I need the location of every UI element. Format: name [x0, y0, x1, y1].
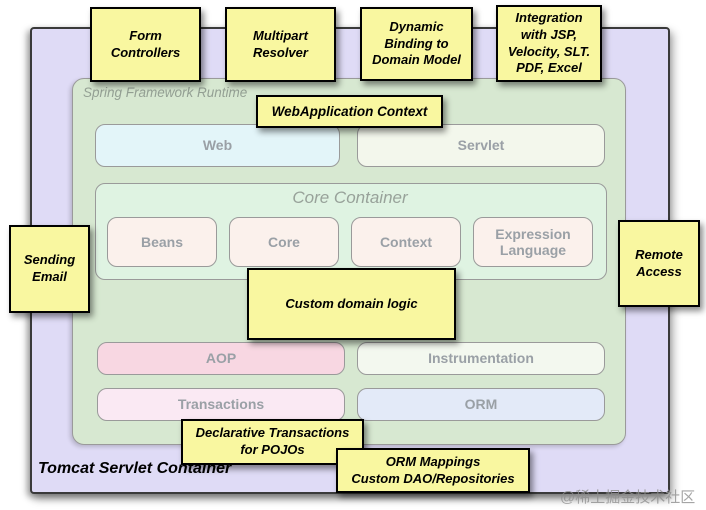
block-servlet: Servlet — [357, 124, 605, 167]
block-beans: Beans — [107, 217, 217, 267]
note-integration-views: Integration with JSP, Velocity, SLT. PDF… — [496, 5, 602, 82]
note-multipart-resolver: Multipart Resolver — [225, 7, 336, 82]
note-webapplication-context: WebApplication Context — [256, 95, 443, 128]
watermark-juejin: @稀土掘金技术社区 — [560, 489, 696, 506]
note-dynamic-binding: Dynamic Binding to Domain Model — [360, 7, 473, 81]
block-orm: ORM — [357, 388, 605, 421]
note-form-controllers: Form Controllers — [90, 7, 201, 82]
block-web: Web — [95, 124, 340, 167]
spring-framework-runtime-label: Spring Framework Runtime — [83, 85, 248, 100]
block-expression-language: Expression Language — [473, 217, 593, 267]
core-container-label: Core Container — [292, 188, 408, 207]
note-orm-mappings: ORM Mappings Custom DAO/Repositories — [336, 448, 530, 493]
note-declarative-transactions: Declarative Transactions for POJOs — [181, 419, 364, 465]
block-transactions: Transactions — [97, 388, 345, 421]
block-aop: AOP — [97, 342, 345, 375]
note-custom-domain-logic: Custom domain logic — [247, 268, 456, 340]
note-remote-access: Remote Access — [618, 220, 700, 307]
block-context: Context — [351, 217, 461, 267]
block-instrumentation: Instrumentation — [357, 342, 605, 375]
block-core: Core — [229, 217, 339, 267]
note-sending-email: Sending Email — [9, 225, 90, 313]
